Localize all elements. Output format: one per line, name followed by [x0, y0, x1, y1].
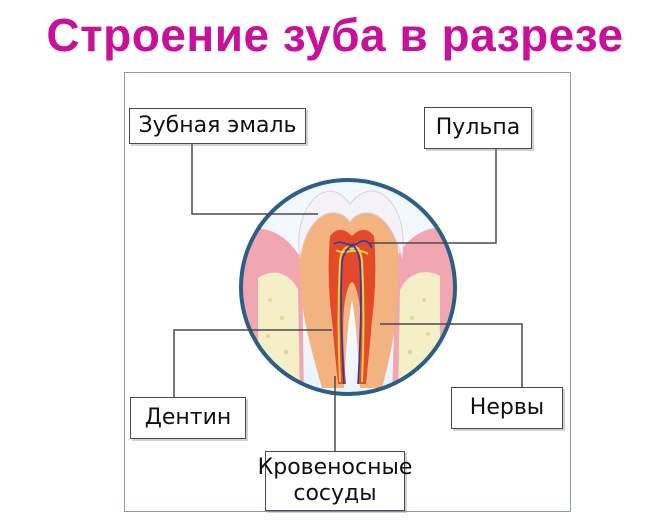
label-enamel: Зубная эмаль [129, 108, 306, 144]
tooth-enamel [298, 190, 404, 259]
bone-right [398, 272, 440, 394]
label-vessels-line2: сосуды [293, 481, 377, 506]
label-vessels-line1: Кровеносные [257, 455, 413, 480]
diagram-title: Строение зуба в разрезе [46, 9, 624, 61]
leader-enamel [191, 142, 318, 215]
leader-nerves [380, 323, 523, 388]
label-nerves: Нервы [451, 387, 563, 429]
leader-dentin [173, 329, 332, 398]
cross-section-circle-ring [239, 178, 457, 396]
label-dentin: Дентин [130, 397, 246, 439]
diagram-frame [124, 72, 571, 512]
label-pulp: Пульпа [424, 107, 532, 149]
leader-pulp [370, 147, 497, 244]
label-vessels: Кровеносные сосуды [258, 451, 412, 511]
